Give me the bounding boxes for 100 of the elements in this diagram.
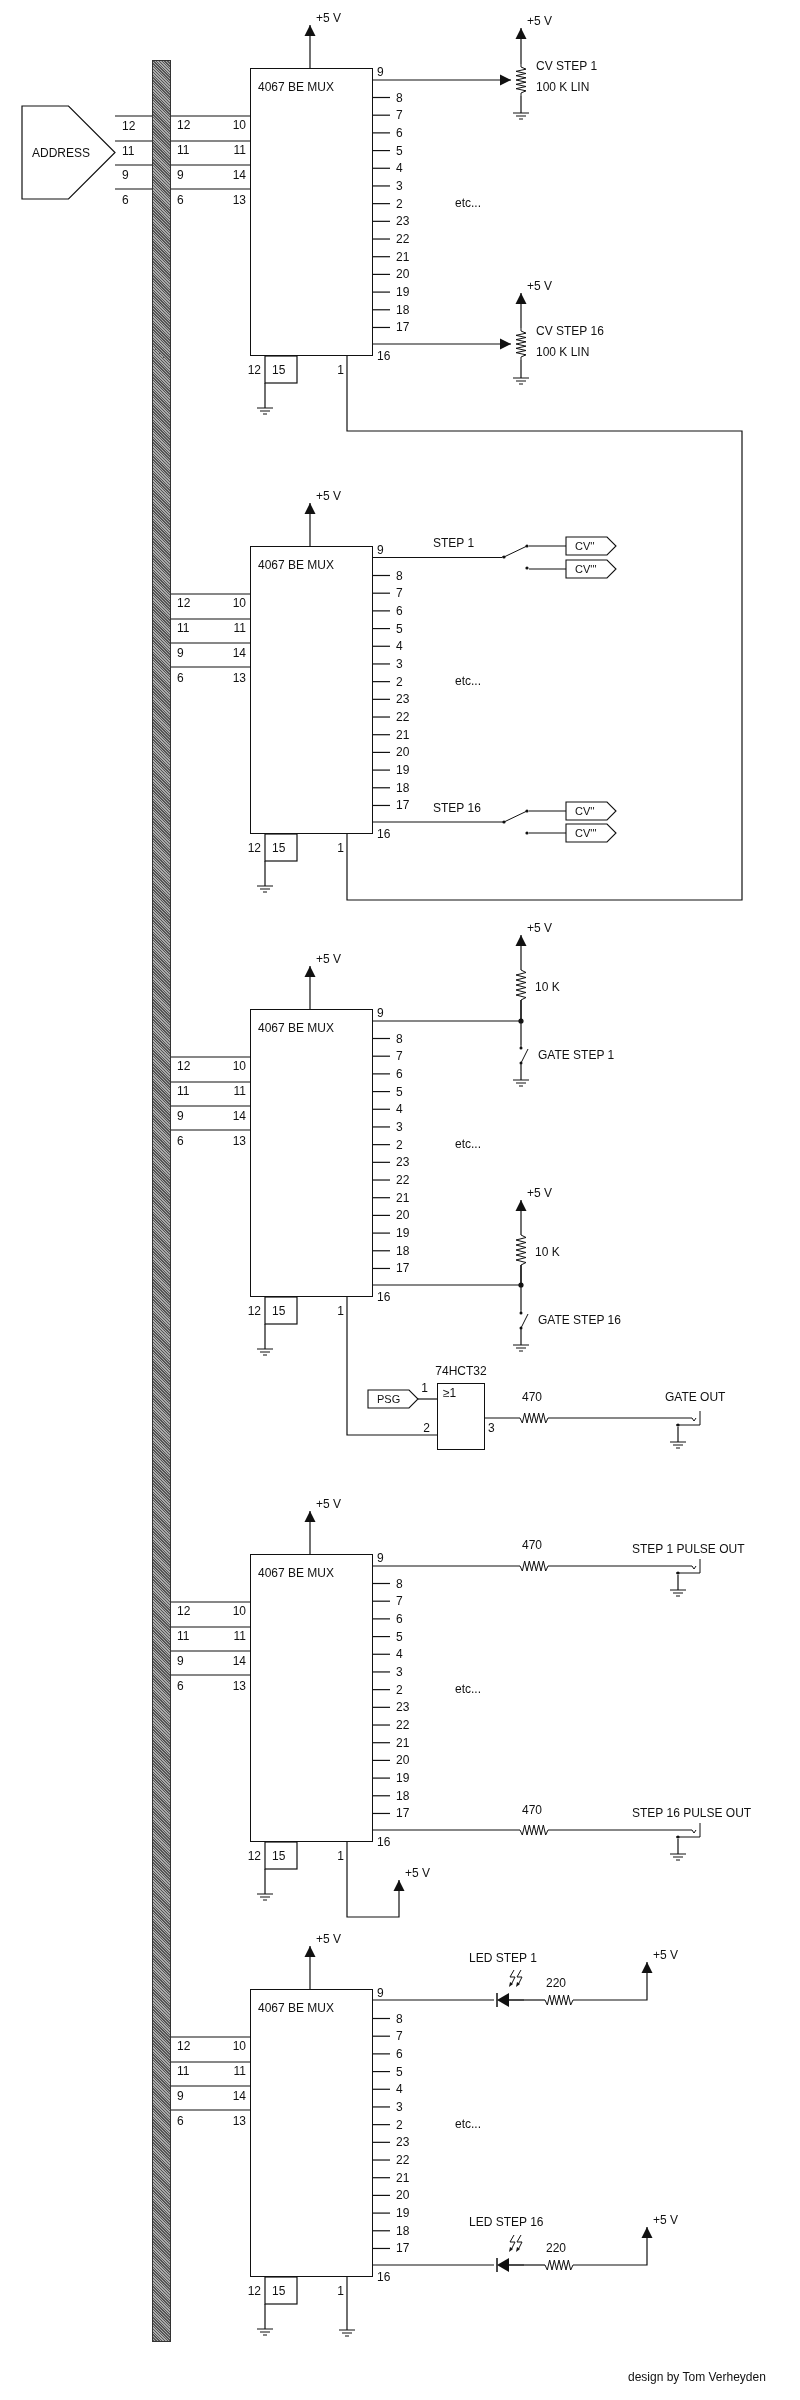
label-text: 5 [396, 2064, 403, 2079]
chip-label: 4067 BE MUX [258, 2001, 335, 2015]
label-text: 22 [396, 1718, 410, 1732]
label-text: 21 [396, 1735, 410, 1750]
label-text: 9 [177, 646, 184, 660]
label-text: 12 [177, 596, 191, 610]
arrow [572, 2226, 653, 2266]
wire [170, 188, 251, 190]
supply-label: +5 V [517, 279, 557, 293]
wire [528, 832, 567, 834]
label-text: etc... [455, 2117, 481, 2131]
wire [484, 1417, 521, 1419]
label-text: 5 [396, 1084, 403, 1099]
wire [170, 1650, 251, 1652]
connector-label: CV'' [575, 539, 595, 553]
supply-label: +5 V [517, 1186, 557, 1200]
label-text: 19 [396, 2206, 410, 2221]
wire [528, 568, 567, 570]
switch-symbol [502, 809, 529, 835]
supply-label: +5 V [306, 952, 346, 966]
part-number: 74HCT32 [435, 1364, 487, 1378]
connector-label: CV'' [575, 804, 595, 818]
label-text: 11 [233, 621, 246, 635]
label-text: 12 [247, 841, 261, 855]
label-text: 9 [377, 1551, 384, 1565]
label-text: 14 [232, 168, 246, 182]
label-text: 12 [177, 1059, 191, 1073]
label-text: 7 [396, 586, 403, 601]
label-text: 22 [396, 1173, 410, 1187]
label-text: 17 [396, 2241, 410, 2256]
label-text: 7 [396, 2029, 403, 2044]
label-text: 6 [396, 603, 403, 618]
label-text: etc... [455, 1137, 481, 1151]
arrow [372, 338, 512, 350]
label-text: 1 [337, 363, 344, 377]
label-text: 21 [396, 2170, 410, 2185]
supply-label: +5 V [306, 1932, 346, 1946]
component-label: GATE STEP 16 [538, 1313, 621, 1327]
wire [170, 642, 251, 644]
label-text: 2 [396, 1682, 403, 1697]
label-text: 9 [177, 1109, 184, 1123]
label-text: 15 [272, 1849, 286, 1863]
label-text: 15 [272, 363, 286, 377]
component-label: 10 K [535, 980, 560, 994]
label-text: 7 [396, 1049, 403, 1064]
wire [372, 2264, 495, 2266]
label-text: 20 [396, 1208, 410, 1223]
arrow [372, 74, 512, 86]
label-text: 23 [396, 1700, 410, 1715]
label-text: 12 [247, 1304, 261, 1318]
label-text: etc... [455, 674, 481, 688]
wire [523, 2264, 546, 2266]
label-text: 19 [396, 285, 410, 300]
chip-box [250, 1009, 373, 1297]
label-text: 6 [177, 671, 184, 685]
jack-symbol [666, 1556, 702, 1576]
arrow [304, 1510, 316, 1555]
label-text: 12 [247, 1849, 261, 1863]
connector-label: CV''' [575, 826, 597, 840]
switch-symbol [502, 544, 529, 570]
wire [372, 1999, 495, 2001]
label-text: 23 [396, 2135, 410, 2150]
resistor-symbol [545, 1994, 573, 2006]
wire [170, 2085, 251, 2087]
label-text: 10 [232, 2039, 246, 2053]
label-text: 2 [396, 674, 403, 689]
label-text: 1 [337, 1304, 344, 1318]
wire [372, 556, 503, 559]
label-text: 12 [247, 363, 261, 377]
label-text: 12 [177, 1604, 191, 1618]
label-text: 8 [396, 90, 403, 105]
label-text: 1 [421, 1381, 428, 1395]
jack-symbol [666, 1820, 702, 1840]
wire [170, 164, 251, 166]
wire [170, 2061, 251, 2063]
label-text: 12 [122, 119, 136, 133]
label-text: 3 [396, 656, 403, 671]
label-text: 19 [396, 763, 410, 778]
label-text: 9 [377, 65, 384, 79]
supply-label: +5 V [643, 1948, 683, 1962]
led-symbol [494, 1968, 524, 2008]
chip-box [250, 1554, 373, 1842]
component-label: 220 [546, 1976, 567, 1990]
label-text: 16 [377, 827, 391, 841]
label-text: 12 [177, 2039, 191, 2053]
label-text: 8 [396, 1031, 403, 1046]
label-text: 15 [272, 2284, 286, 2298]
label-text: 16 [377, 349, 391, 363]
label-text: 4 [396, 1647, 403, 1662]
component-label: 470 [522, 1390, 543, 1404]
label-text: 13 [232, 193, 246, 207]
label-text: 11 [122, 144, 135, 158]
label-text: 14 [232, 646, 246, 660]
label-text: 4 [396, 2082, 403, 2097]
wire [528, 545, 567, 547]
wire [547, 1565, 667, 1567]
label-text: 23 [396, 1155, 410, 1170]
label-text: 20 [396, 1753, 410, 1768]
arrow [515, 27, 527, 65]
connector-flag [566, 802, 616, 820]
